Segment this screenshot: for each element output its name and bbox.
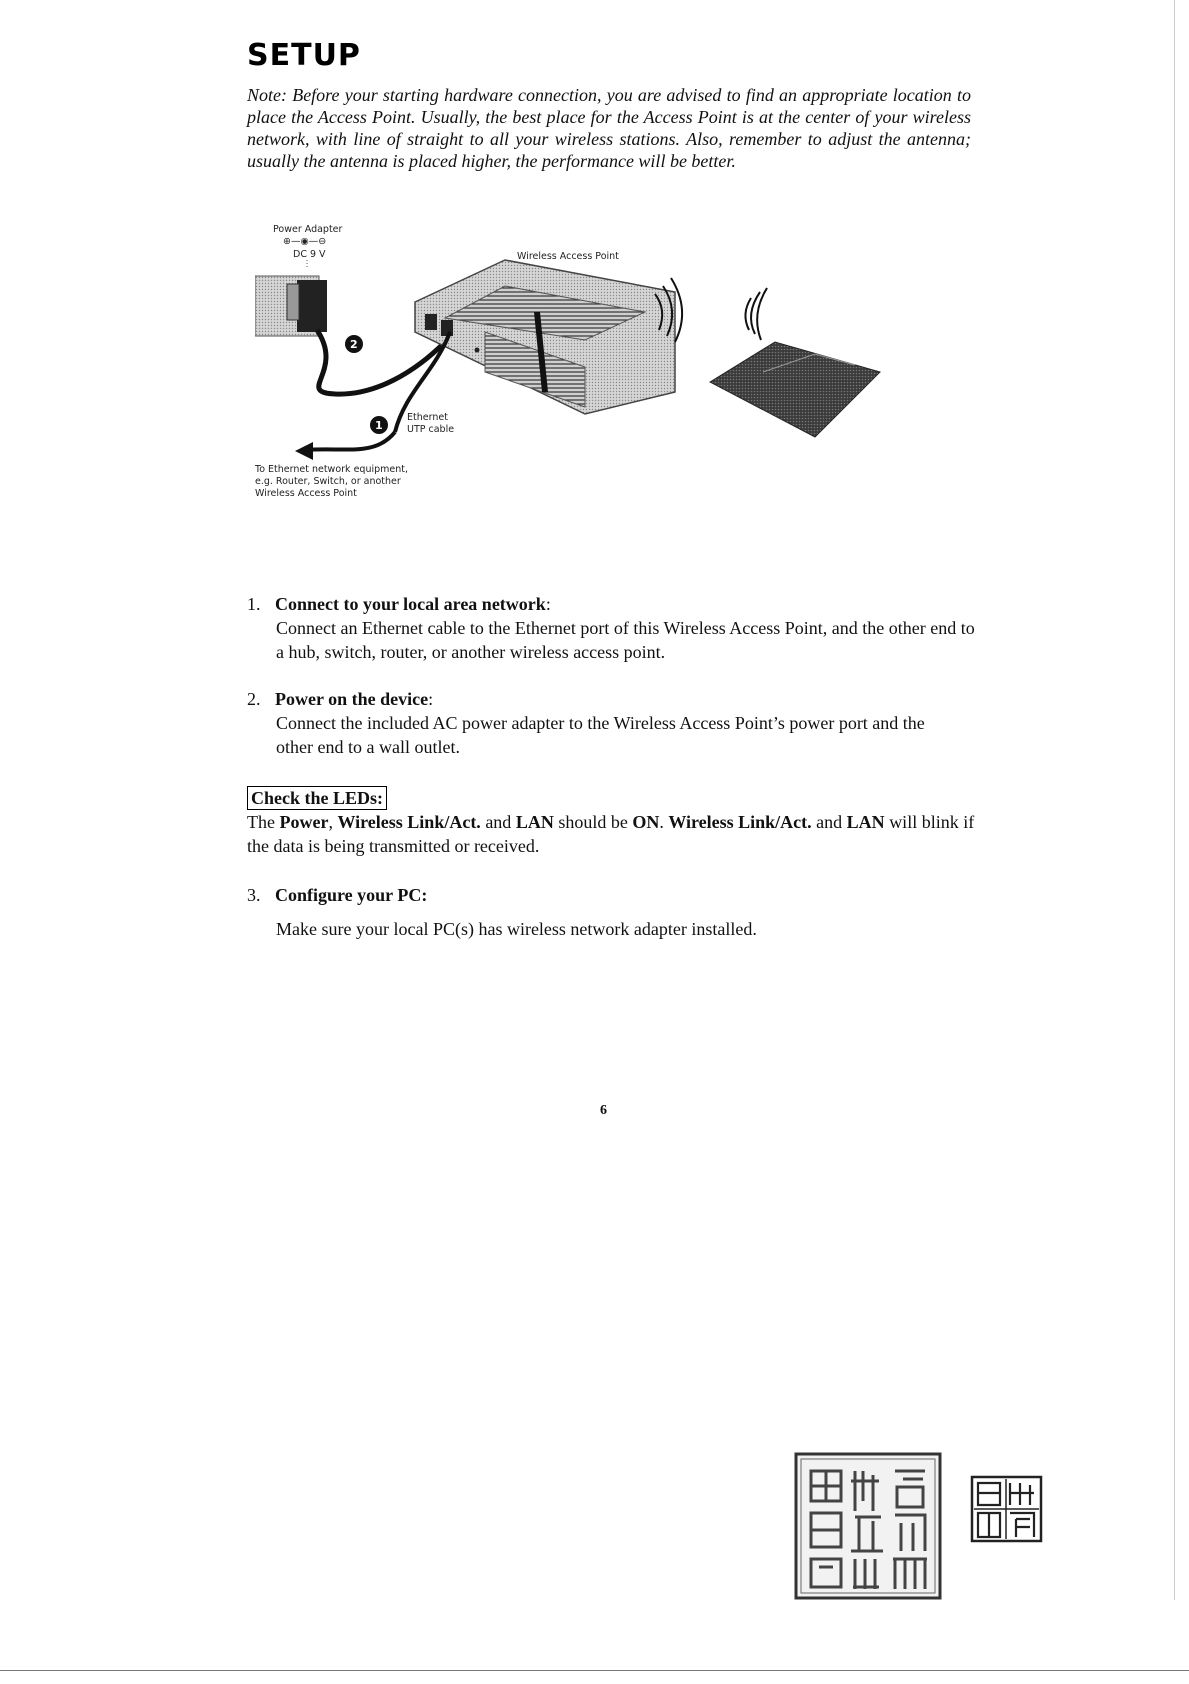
margin-line (1174, 0, 1175, 1600)
svg-text:2: 2 (350, 338, 358, 351)
wireless-station (708, 341, 881, 438)
step-body: Connect the included AC power adapter to… (276, 713, 925, 757)
step-body: Connect an Ethernet cable to the Etherne… (276, 618, 975, 662)
access-point-label: Wireless Access Point (517, 251, 619, 262)
step-number: 2. (247, 689, 261, 709)
step-1-badge (370, 416, 388, 434)
utp-cable-label: UTP cable (407, 424, 454, 435)
led-description: The Power, Wireless Link/Act. and LAN sh… (247, 812, 975, 856)
arrow-left-icon (295, 442, 313, 460)
step-title: Configure your PC: (275, 885, 428, 905)
signal-waves-icon (654, 293, 664, 331)
ethernet-label: Ethernet (407, 412, 448, 423)
step-1: 1. Connect to your local area network: C… (247, 592, 987, 664)
remote-signal-icon (750, 291, 761, 335)
check-leds-heading: Check the LEDs: (247, 786, 388, 810)
step-number: 3. (247, 885, 261, 905)
step-number: 1. (247, 594, 261, 614)
svg-text:1: 1 (375, 419, 383, 432)
step-2-badge (345, 335, 363, 353)
destination-line-2: e.g. Router, Switch, or another (255, 476, 401, 487)
ethernet-cable (393, 331, 452, 433)
power-cable (314, 328, 447, 397)
antenna (534, 311, 548, 393)
step-3: 3. Configure your PC: Make sure your loc… (247, 883, 987, 941)
step-title: Connect to your local area network (275, 594, 546, 614)
led-power: Power (279, 812, 329, 832)
led-wireless-blink: Wireless Link/Act. (668, 812, 812, 832)
seal-stamp-large (794, 1452, 942, 1600)
access-point-body (414, 259, 676, 415)
led-on: ON (632, 812, 660, 832)
step-title: Power on the device (275, 689, 429, 709)
seal-stamp-small (970, 1475, 1043, 1543)
led-lan: LAN (515, 812, 554, 832)
destination-line-1: To Ethernet network equipment, (255, 464, 408, 475)
dc-voltage-label: DC 9 V (293, 249, 326, 260)
connection-illustration: Power Adapter ⊕—◉—⊖ DC 9 V 2 Wireless Ac… (254, 224, 881, 499)
bottom-rule (0, 1670, 1189, 1671)
setup-diagram: Power Adapter ⊕—◉—⊖ DC 9 V 2 Wireless Ac… (254, 222, 955, 552)
power-adapter (297, 280, 327, 332)
page-title: SETUP (247, 38, 361, 73)
power-adapter-label: Power Adapter (273, 224, 343, 235)
step-body: Make sure your local PC(s) has wireless … (276, 919, 757, 939)
led-wireless: Wireless Link/Act. (337, 812, 481, 832)
led-lan-blink: LAN (846, 812, 885, 832)
polarity-symbol: ⊕—◉—⊖ (283, 236, 326, 247)
step-2: 2. Power on the device: Connect the incl… (247, 687, 987, 759)
setup-note: Note: Before your starting hardware conn… (247, 85, 971, 171)
page-number: 6 (600, 1103, 607, 1118)
destination-line-3: Wireless Access Point (255, 488, 357, 499)
